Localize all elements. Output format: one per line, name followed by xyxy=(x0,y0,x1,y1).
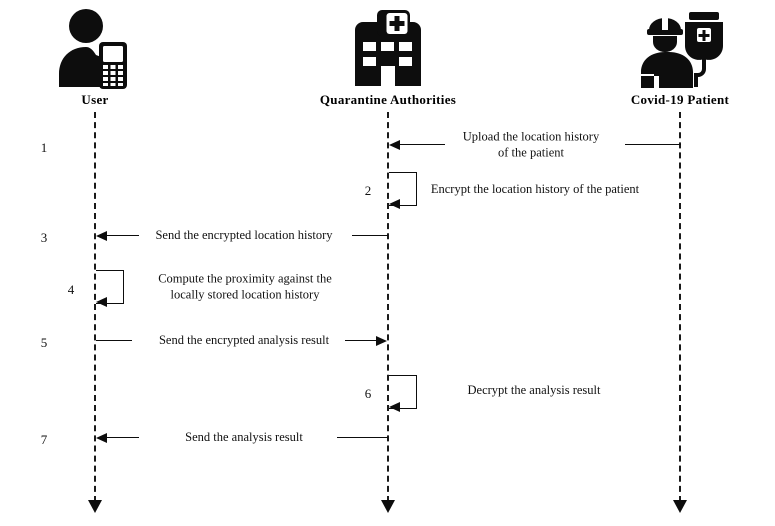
arrow-line-message-1-left xyxy=(400,144,445,145)
lifeline-end-arrow-user xyxy=(88,500,102,513)
lifeline-user xyxy=(94,112,96,502)
person-with-mobile-phone-icon xyxy=(5,6,185,90)
arrow-line-message-7-right xyxy=(337,437,388,438)
actor-user[interactable]: User xyxy=(5,6,185,108)
lifeline-quarantine-authorities xyxy=(387,112,389,502)
actor-label-covid-patient: Covid-19 Patient xyxy=(630,92,730,107)
actor-label-user: User xyxy=(81,92,109,107)
self-call-box-message-4 xyxy=(96,270,124,304)
message-label-4: Compute the proximity against the locall… xyxy=(158,271,332,301)
self-call-box-message-6 xyxy=(389,375,417,409)
lifeline-end-arrow-covid-patient xyxy=(673,500,687,513)
arrow-line-message-3-left xyxy=(107,235,139,236)
message-label-5: Send the encrypted analysis result xyxy=(158,333,330,348)
message-label-3: Send the encrypted location history xyxy=(155,228,333,243)
hospital-building-icon xyxy=(298,6,478,90)
arrowhead-message-6 xyxy=(389,402,400,412)
message-label-2: Encrypt the location history of the pati… xyxy=(430,182,640,197)
message-number-7: 7 xyxy=(40,432,48,447)
arrow-line-message-5-right xyxy=(345,340,377,341)
arrowhead-message-1 xyxy=(389,140,400,150)
arrowhead-message-4 xyxy=(96,297,107,307)
arrow-line-message-7-left xyxy=(107,437,139,438)
self-call-box-message-2 xyxy=(389,172,417,206)
message-label-7: Send the analysis result xyxy=(185,430,303,445)
actor-label-quarantine-authorities: Quarantine Authorities xyxy=(319,92,457,107)
arrow-line-message-3-right xyxy=(352,235,388,236)
message-number-5: 5 xyxy=(40,335,48,350)
message-label-1: Upload the location history of the patie… xyxy=(462,129,600,159)
arrowhead-message-5 xyxy=(376,336,387,346)
message-number-1: 1 xyxy=(40,140,48,155)
message-label-6: Decrypt the analysis result xyxy=(467,383,601,398)
arrow-line-message-1-right xyxy=(625,144,681,145)
message-number-6: 6 xyxy=(364,386,372,401)
arrow-line-message-5-left xyxy=(96,340,132,341)
arrowhead-message-2 xyxy=(389,199,400,209)
message-number-4: 4 xyxy=(67,282,75,297)
message-number-2: 2 xyxy=(364,183,372,198)
arrowhead-message-3 xyxy=(96,231,107,241)
lifeline-end-arrow-quarantine-authorities xyxy=(381,500,395,513)
arrowhead-message-7 xyxy=(96,433,107,443)
actor-quarantine-authorities[interactable]: Quarantine Authorities xyxy=(298,6,478,108)
message-number-3: 3 xyxy=(40,230,48,245)
patient-with-iv-drip-icon xyxy=(590,6,770,90)
lifeline-covid-patient xyxy=(679,112,681,502)
actor-covid-patient[interactable]: Covid-19 Patient xyxy=(590,6,770,108)
